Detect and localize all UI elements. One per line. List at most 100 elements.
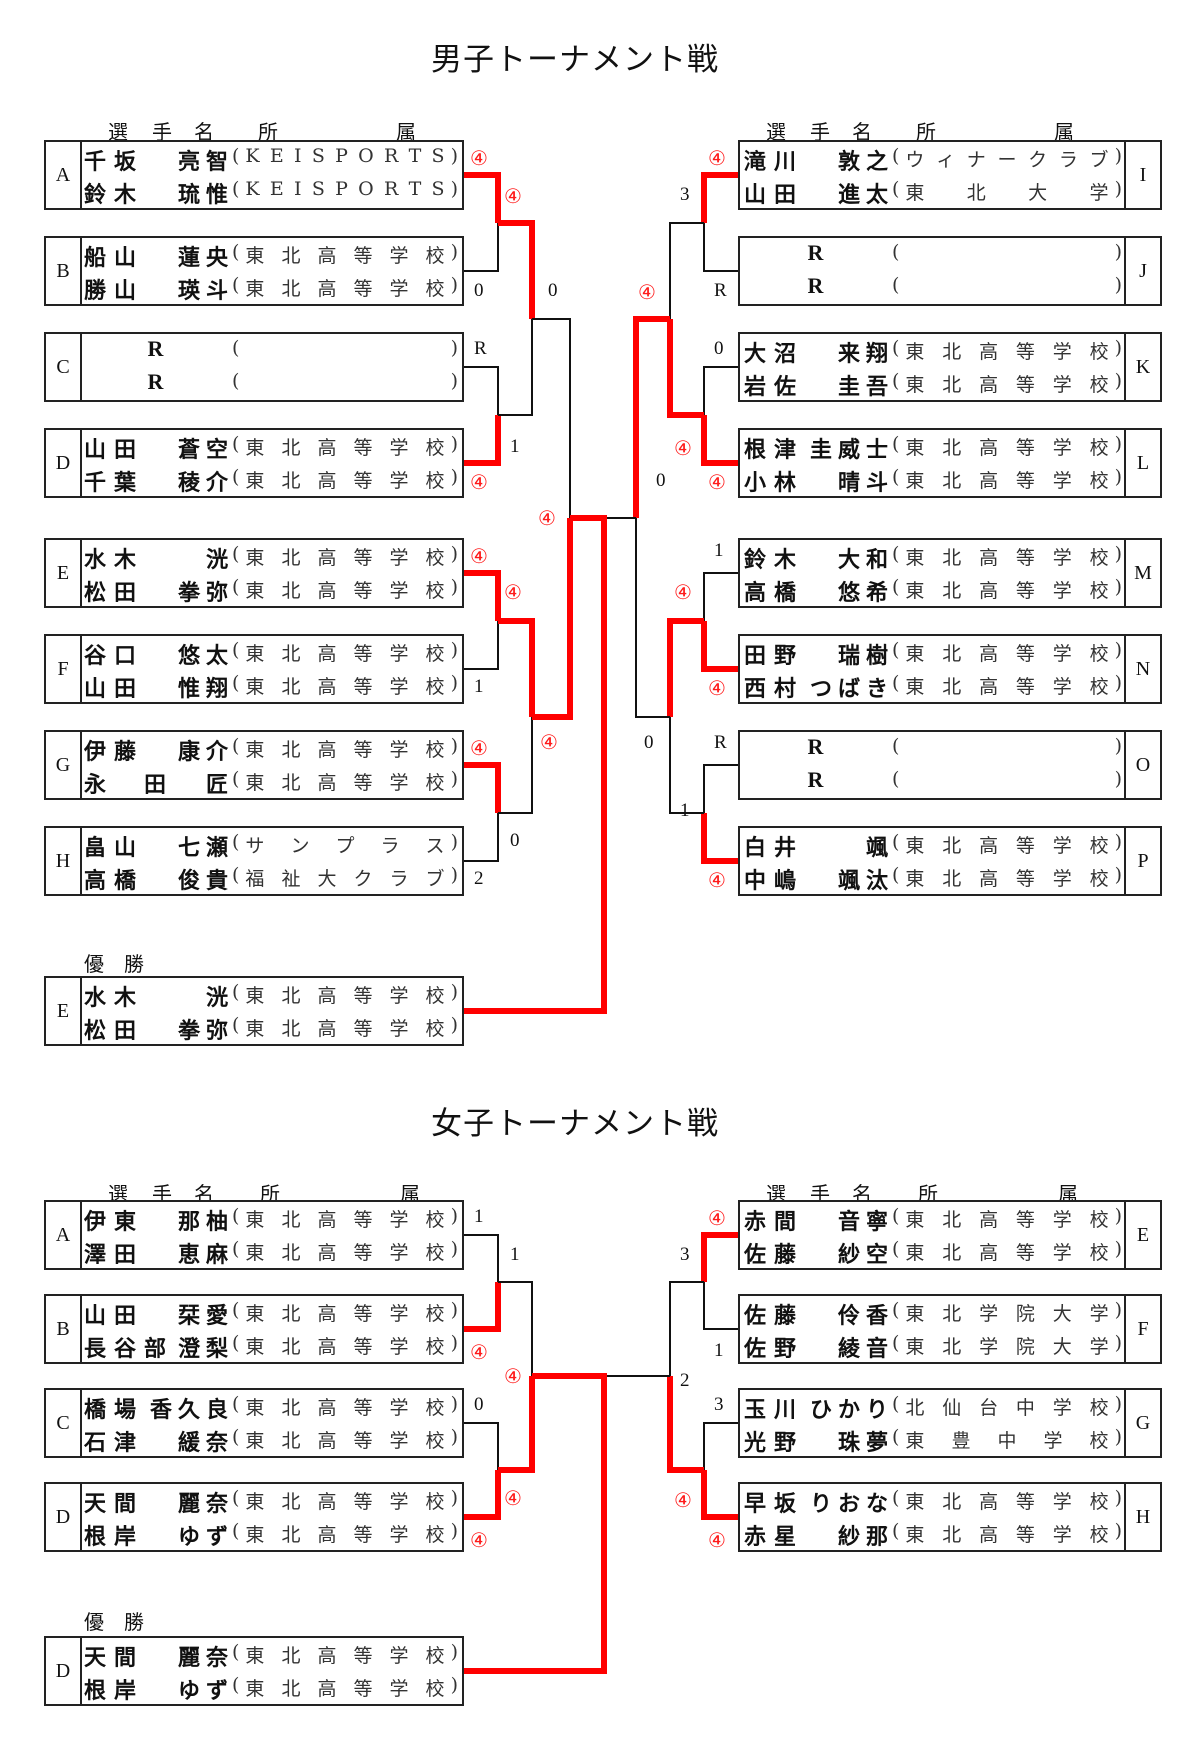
player-row: 佐藤伶香(東北学院大学) — [742, 1296, 1124, 1329]
player-name: 山田栞愛 — [84, 1304, 234, 1329]
women-score-G: 3 — [714, 1394, 724, 1415]
seed-label: A — [46, 142, 82, 208]
men-score-G: ④ — [470, 738, 488, 760]
player-row: 佐野綾音(東北学院大学) — [742, 1329, 1124, 1362]
seed-label: E — [46, 978, 82, 1044]
seed-label: G — [1124, 1390, 1160, 1456]
player-affiliation: (東北高等学校) — [892, 1487, 1122, 1513]
player-name: 橋場香久良 — [84, 1398, 234, 1423]
player-row: 松田拳弥(東北高等学校) — [82, 573, 460, 606]
player-row: 滝川敦之(ウィナークラブ) — [742, 142, 1124, 175]
seed-label: H — [1124, 1484, 1160, 1550]
men-r3-line — [532, 518, 573, 720]
men-right-column-header: 選 手 名 所 属 — [766, 120, 1074, 144]
men-r1-line — [464, 415, 501, 466]
player-affiliation: (東北高等学校) — [232, 543, 458, 569]
player-name: 千坂亮智 — [84, 150, 234, 175]
player-row: 小林晴斗(東北高等学校) — [742, 463, 1124, 496]
men-r3-line — [633, 316, 670, 518]
player-name: 滝川敦之 — [744, 150, 894, 175]
player-affiliation: (東北高等学校) — [232, 1393, 458, 1419]
men-r1-line — [464, 172, 501, 223]
seed-label: N — [1124, 636, 1160, 702]
player-name: 大沼来翔 — [744, 342, 894, 367]
player-affiliation: (東北高等学校) — [892, 1520, 1122, 1546]
player-name: 赤間音寧 — [744, 1210, 894, 1235]
men-r2-line — [669, 222, 704, 319]
women-title: 女子トーナメント戦 — [431, 1106, 719, 1142]
player-affiliation: (東北学院大学) — [892, 1299, 1122, 1325]
player-name: 山田惟翔 — [84, 677, 234, 702]
player-name: 水木洸 — [84, 548, 234, 573]
player-row: 光野珠夢(東豊中学校) — [742, 1423, 1124, 1456]
men-r2-line — [667, 319, 704, 418]
player-name: 佐藤紗空 — [744, 1243, 894, 1268]
men-score-D: ④ — [470, 472, 488, 494]
player-row: 赤間音寧(東北高等学校) — [742, 1202, 1124, 1235]
women-r1-line — [701, 1470, 738, 1520]
player-affiliation: (東北高等学校) — [232, 1205, 458, 1231]
seed-label: L — [1124, 430, 1160, 496]
seed-label: B — [46, 1296, 82, 1362]
men-score-I: ④ — [708, 148, 726, 170]
women-r2-score: ④ — [674, 1490, 692, 1512]
player-affiliation: (北仙台中学校) — [892, 1393, 1122, 1419]
player-name: 佐藤伶香 — [744, 1304, 894, 1329]
seed-label: P — [1124, 828, 1160, 894]
player-row: 松田拳弥(東北高等学校) — [82, 1011, 460, 1044]
player-affiliation: (東北高等学校) — [892, 672, 1122, 698]
player-affiliation: (東北高等学校) — [232, 1520, 458, 1546]
player-affiliation: (東北高等学校) — [232, 241, 458, 267]
player-affiliation: (東北高等学校) — [232, 1426, 458, 1452]
player-row: 田野瑞樹(東北高等学校) — [742, 636, 1124, 669]
player-affiliation: () — [892, 241, 1122, 263]
women-r2-score: ④ — [504, 1488, 522, 1510]
women-r1-line — [464, 1470, 501, 1520]
men-score-O: R — [714, 732, 727, 753]
women-r1-line — [464, 1422, 499, 1470]
seed-label: B — [46, 238, 82, 304]
player-row: 赤星紗那(東北高等学校) — [742, 1517, 1124, 1550]
men-r2-line — [498, 717, 533, 814]
women-r2-line — [498, 1281, 533, 1376]
player-name: R — [147, 336, 167, 361]
men-score-F: 1 — [474, 676, 484, 697]
men-left-column-header: 選 手 名 所 属 — [108, 120, 416, 144]
women-score-E: ④ — [708, 1208, 726, 1230]
seed-label: E — [1124, 1202, 1160, 1268]
player-name: 天間麗奈 — [84, 1646, 234, 1671]
men-r1-line — [703, 764, 738, 813]
player-affiliation: (サンプラス) — [232, 831, 458, 857]
player-row: R() — [742, 765, 1124, 798]
player-affiliation: (東北大学) — [892, 178, 1122, 204]
men-r1-line — [464, 570, 501, 621]
player-affiliation: (東北高等学校) — [232, 433, 458, 459]
player-name: 鈴木大和 — [744, 548, 894, 573]
women-score-H: ④ — [708, 1530, 726, 1552]
player-name: 根津圭威士 — [744, 438, 894, 463]
player-affiliation: (東北高等学校) — [232, 1238, 458, 1264]
player-name: 西村つばき — [744, 677, 894, 702]
women-r2-line — [669, 1281, 704, 1376]
player-name: 澤田恵麻 — [84, 1243, 234, 1268]
women-r2-line — [498, 1376, 535, 1473]
men-r3-score: 0 — [548, 280, 558, 301]
player-row: 伊東那柚(東北高等学校) — [82, 1202, 460, 1235]
player-name: 伊東那柚 — [84, 1210, 234, 1235]
men-r1-line — [701, 621, 738, 672]
player-affiliation: (東北高等学校) — [232, 576, 458, 602]
women-r1-line — [701, 1232, 738, 1282]
seed-label: C — [46, 1390, 82, 1456]
player-name: 高橋俊貴 — [84, 869, 234, 894]
men-r2-line — [498, 319, 533, 416]
player-row: R() — [742, 732, 1124, 765]
player-affiliation: (東北高等学校) — [232, 672, 458, 698]
